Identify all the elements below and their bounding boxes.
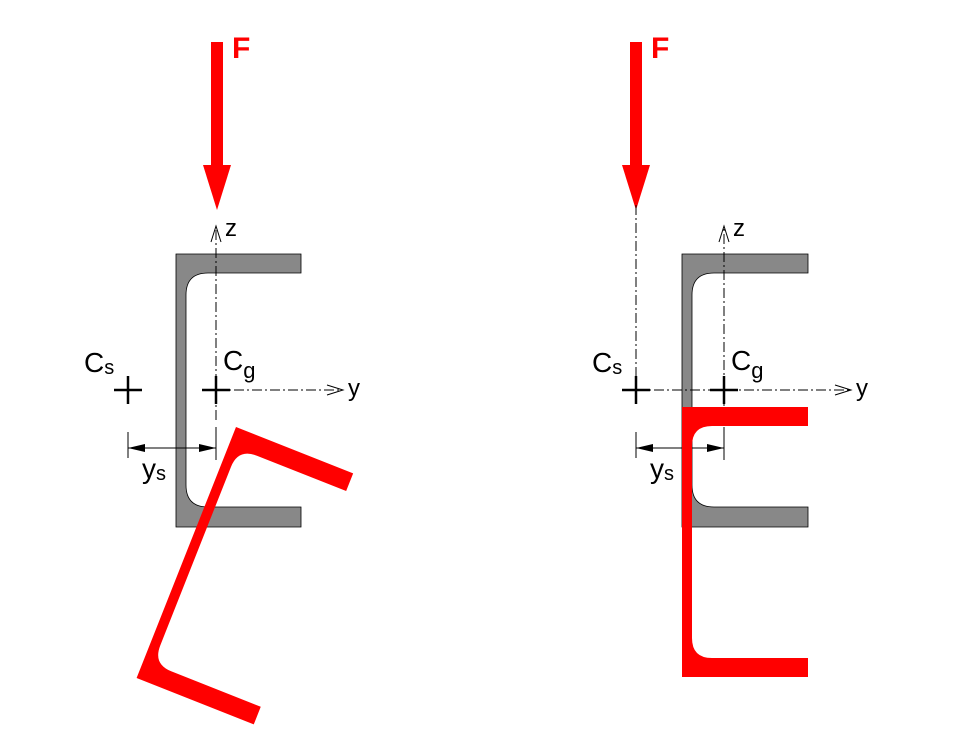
force-arrow — [203, 42, 231, 210]
y-arrowhead — [326, 384, 345, 396]
y-arrowhead — [834, 384, 853, 396]
force-label: F — [651, 32, 669, 65]
shear-center-marker — [114, 376, 142, 404]
panel-right: F z y Cg Cs ys — [592, 32, 868, 677]
dimension-ys — [635, 427, 725, 460]
z-label: z — [225, 215, 237, 242]
shear-center-label: Cs — [84, 347, 114, 379]
z-label: z — [733, 215, 745, 242]
z-arrowhead — [210, 224, 222, 243]
y-label: y — [856, 375, 868, 402]
force-label: F — [232, 32, 250, 65]
dimension-label: ys — [142, 453, 166, 485]
y-label: y — [348, 375, 360, 402]
dimension-ys — [127, 427, 217, 460]
centroid-label: Cg — [223, 345, 255, 383]
centroid-marker — [710, 376, 738, 404]
shear-center-label: Cs — [592, 347, 622, 379]
deformed-section-rotated — [136, 427, 354, 725]
centroid-label: Cg — [731, 345, 763, 383]
centroid-marker — [202, 376, 230, 404]
shear-center-marker — [622, 376, 650, 404]
force-arrow — [622, 42, 650, 210]
panel-left: F z y Cg Cs ys — [84, 32, 360, 725]
dimension-label: ys — [650, 453, 674, 485]
z-arrowhead — [718, 224, 730, 243]
